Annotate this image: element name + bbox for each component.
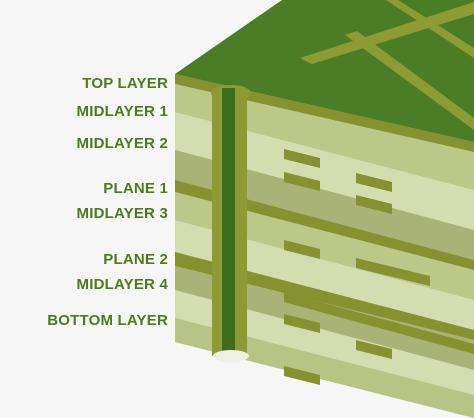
label-midlayer-4: MIDLAYER 4 [76, 276, 168, 293]
label-midlayer-2: MIDLAYER 2 [76, 135, 168, 152]
inner-traces [284, 149, 474, 385]
label-midlayer-1: MIDLAYER 1 [76, 103, 168, 120]
label-midlayer-3: MIDLAYER 3 [76, 205, 168, 222]
label-plane-2: PLANE 2 [103, 251, 168, 268]
layer-label-column: TOP LAYER MIDLAYER 1 MIDLAYER 2 PLANE 1 … [0, 0, 168, 418]
label-plane-1: PLANE 1 [103, 180, 168, 197]
via-barrel [212, 88, 249, 362]
label-bottom-layer: BOTTOM LAYER [47, 312, 168, 329]
board-top-surface [175, 0, 474, 142]
label-top-layer: TOP LAYER [82, 75, 168, 92]
